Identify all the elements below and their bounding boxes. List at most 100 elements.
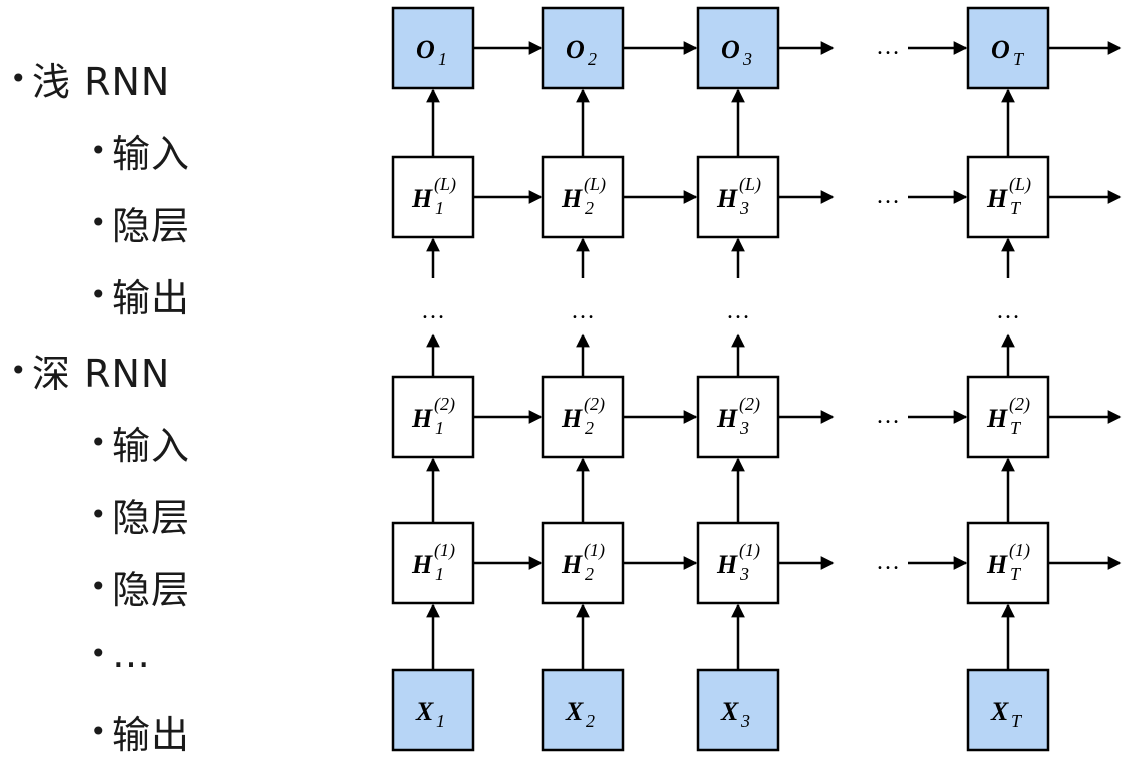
node-symbol: H bbox=[716, 184, 738, 213]
node-subscript: 3 bbox=[740, 711, 750, 731]
outline-text: 输入 bbox=[112, 132, 191, 176]
bullet-icon: • bbox=[90, 714, 107, 748]
node-superscript: (2) bbox=[1009, 394, 1030, 415]
node-box bbox=[696, 375, 780, 459]
node-symbol: H bbox=[561, 550, 583, 579]
node-box bbox=[696, 155, 780, 239]
node-subscript: T bbox=[1013, 49, 1025, 69]
bullet-icon: • bbox=[90, 497, 107, 531]
node-superscript: (L) bbox=[739, 174, 761, 195]
node-symbol: H bbox=[561, 184, 583, 213]
node-subscript: T bbox=[1011, 711, 1023, 731]
node-superscript: (2) bbox=[584, 394, 605, 415]
node-box bbox=[391, 6, 475, 90]
outline-subitem: •隐层 bbox=[90, 195, 190, 250]
node-box bbox=[391, 155, 475, 239]
outline-text: 浅 RNN bbox=[32, 60, 171, 104]
layer-ellipsis: … bbox=[421, 298, 445, 324]
outline-subitem: •输入 bbox=[90, 415, 190, 470]
bullet-icon: • bbox=[90, 277, 107, 311]
node-symbol: O bbox=[991, 35, 1010, 64]
node-subscript: T bbox=[1010, 418, 1022, 438]
node-subscript: 1 bbox=[435, 564, 444, 584]
node-box bbox=[966, 668, 1050, 752]
node-box bbox=[966, 521, 1050, 605]
node-box bbox=[541, 6, 625, 90]
node-subscript: 3 bbox=[742, 49, 752, 69]
bullet-icon: • bbox=[10, 353, 27, 387]
outline-text: 隐层 bbox=[112, 496, 191, 540]
outline-heading: •深 RNN bbox=[10, 343, 170, 398]
outline-text: 输出 bbox=[112, 713, 191, 757]
node-subscript: 3 bbox=[739, 198, 749, 218]
layer-ellipsis: … bbox=[996, 298, 1020, 324]
node-box bbox=[966, 6, 1050, 90]
outline-subitem: •输出 bbox=[90, 704, 190, 759]
outline-subitem: •… bbox=[90, 632, 151, 676]
outline-subitem: •隐层 bbox=[90, 487, 190, 542]
node-box bbox=[966, 375, 1050, 459]
node-symbol: H bbox=[986, 404, 1008, 433]
node-box bbox=[696, 521, 780, 605]
node-symbol: H bbox=[561, 404, 583, 433]
node-subscript: T bbox=[1010, 198, 1022, 218]
node-subscript: 1 bbox=[436, 711, 445, 731]
bullet-icon: • bbox=[90, 133, 107, 167]
outline-subitem: •输出 bbox=[90, 267, 190, 322]
node-subscript: 3 bbox=[739, 564, 749, 584]
node-symbol: H bbox=[411, 184, 433, 213]
node-box bbox=[541, 521, 625, 605]
time-ellipsis: … bbox=[876, 549, 900, 575]
node-symbol: X bbox=[415, 697, 434, 726]
bullet-icon: • bbox=[90, 569, 107, 603]
node-superscript: (2) bbox=[739, 394, 760, 415]
node-superscript: (2) bbox=[434, 394, 455, 415]
node-symbol: X bbox=[565, 697, 584, 726]
outline-heading: •浅 RNN bbox=[10, 51, 170, 106]
node-symbol: O bbox=[721, 35, 740, 64]
layer-ellipsis: … bbox=[726, 298, 750, 324]
node-subscript: 3 bbox=[739, 418, 749, 438]
time-ellipsis: … bbox=[876, 403, 900, 429]
node-symbol: H bbox=[716, 550, 738, 579]
node-box bbox=[966, 155, 1050, 239]
time-ellipsis: … bbox=[876, 34, 900, 60]
bullet-icon: • bbox=[90, 637, 107, 670]
node-superscript: (L) bbox=[584, 174, 606, 195]
node-superscript: (L) bbox=[434, 174, 456, 195]
node-symbol: O bbox=[416, 35, 435, 64]
node-subscript: 2 bbox=[585, 564, 594, 584]
node-superscript: (1) bbox=[1009, 540, 1030, 561]
node-subscript: 2 bbox=[585, 198, 594, 218]
outline-text: 输出 bbox=[112, 276, 191, 320]
node-box bbox=[696, 668, 780, 752]
node-symbol: H bbox=[716, 404, 738, 433]
outline-bullet-list: •浅 RNN•输入•隐层•输出•深 RNN•输入•隐层•隐层•…•输出 bbox=[0, 0, 360, 760]
outline-subitem: •隐层 bbox=[90, 559, 190, 614]
outline-text: 输入 bbox=[112, 424, 191, 468]
outline-subitem: •输入 bbox=[90, 123, 190, 178]
node-superscript: (1) bbox=[739, 540, 760, 561]
node-box bbox=[541, 668, 625, 752]
bullet-icon: • bbox=[10, 61, 27, 95]
node-subscript: 1 bbox=[435, 418, 444, 438]
node-symbol: X bbox=[720, 697, 739, 726]
outline-text: … bbox=[112, 632, 151, 676]
